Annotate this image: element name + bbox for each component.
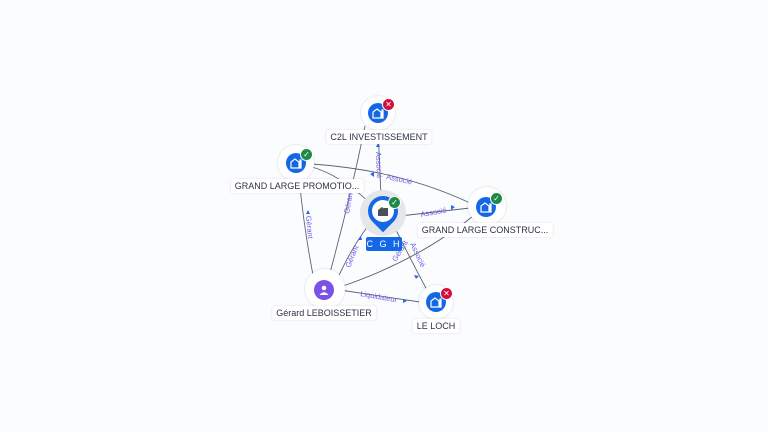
- edge-label: Associé: [374, 152, 384, 179]
- node-label[interactable]: Gérard LEBOISSETIER: [272, 306, 376, 320]
- edge-gerard-glc: [339, 211, 479, 288]
- arrow-icon: [306, 210, 310, 214]
- edge-cgh-glc: [399, 207, 471, 217]
- person-icon: [314, 280, 334, 300]
- node-le-loch[interactable]: ✕: [419, 285, 453, 319]
- status-active-icon: ✓: [300, 148, 313, 161]
- edge-cgh-loch: [393, 225, 429, 293]
- edge-glp-glc: [311, 163, 471, 204]
- node-c2l-investissement[interactable]: ✕: [361, 96, 395, 130]
- arrow-icon: [451, 205, 455, 210]
- node-label[interactable]: GRAND LARGE CONSTRUC...: [417, 223, 553, 237]
- node-label[interactable]: GRAND LARGE PROMOTIO...: [230, 179, 364, 193]
- edge-label: Liquidateur: [360, 289, 399, 304]
- edge-gerard-loch: [339, 289, 421, 303]
- center-node-label[interactable]: C G H: [366, 237, 402, 251]
- status-active-icon: ✓: [490, 192, 503, 205]
- edge-label: Associé: [386, 172, 414, 186]
- arrow-icon: [358, 236, 362, 240]
- edge-label: Gérant: [344, 243, 361, 268]
- edge-label: Gérant: [342, 189, 355, 214]
- node-label[interactable]: LE LOCH: [412, 319, 460, 333]
- arrow-icon: [403, 299, 407, 303]
- node-grand-large-construction[interactable]: ✓: [468, 187, 506, 225]
- arrow-icon: [376, 143, 380, 147]
- arrow-icon: [414, 275, 419, 279]
- node-gerard-leboissetier[interactable]: [305, 269, 345, 309]
- edge-label: Associé: [420, 206, 447, 219]
- node-grand-large-promotion[interactable]: ✓: [278, 145, 314, 181]
- edge-label: Gérant: [304, 215, 315, 240]
- arrow-icon: [370, 172, 374, 177]
- status-inactive-icon: ✕: [382, 98, 395, 111]
- edge-label: Associé: [408, 241, 427, 269]
- status-inactive-icon: ✕: [440, 287, 453, 300]
- node-label[interactable]: C2L INVESTISSEMENT: [326, 130, 432, 144]
- status-active-icon: ✓: [388, 196, 401, 209]
